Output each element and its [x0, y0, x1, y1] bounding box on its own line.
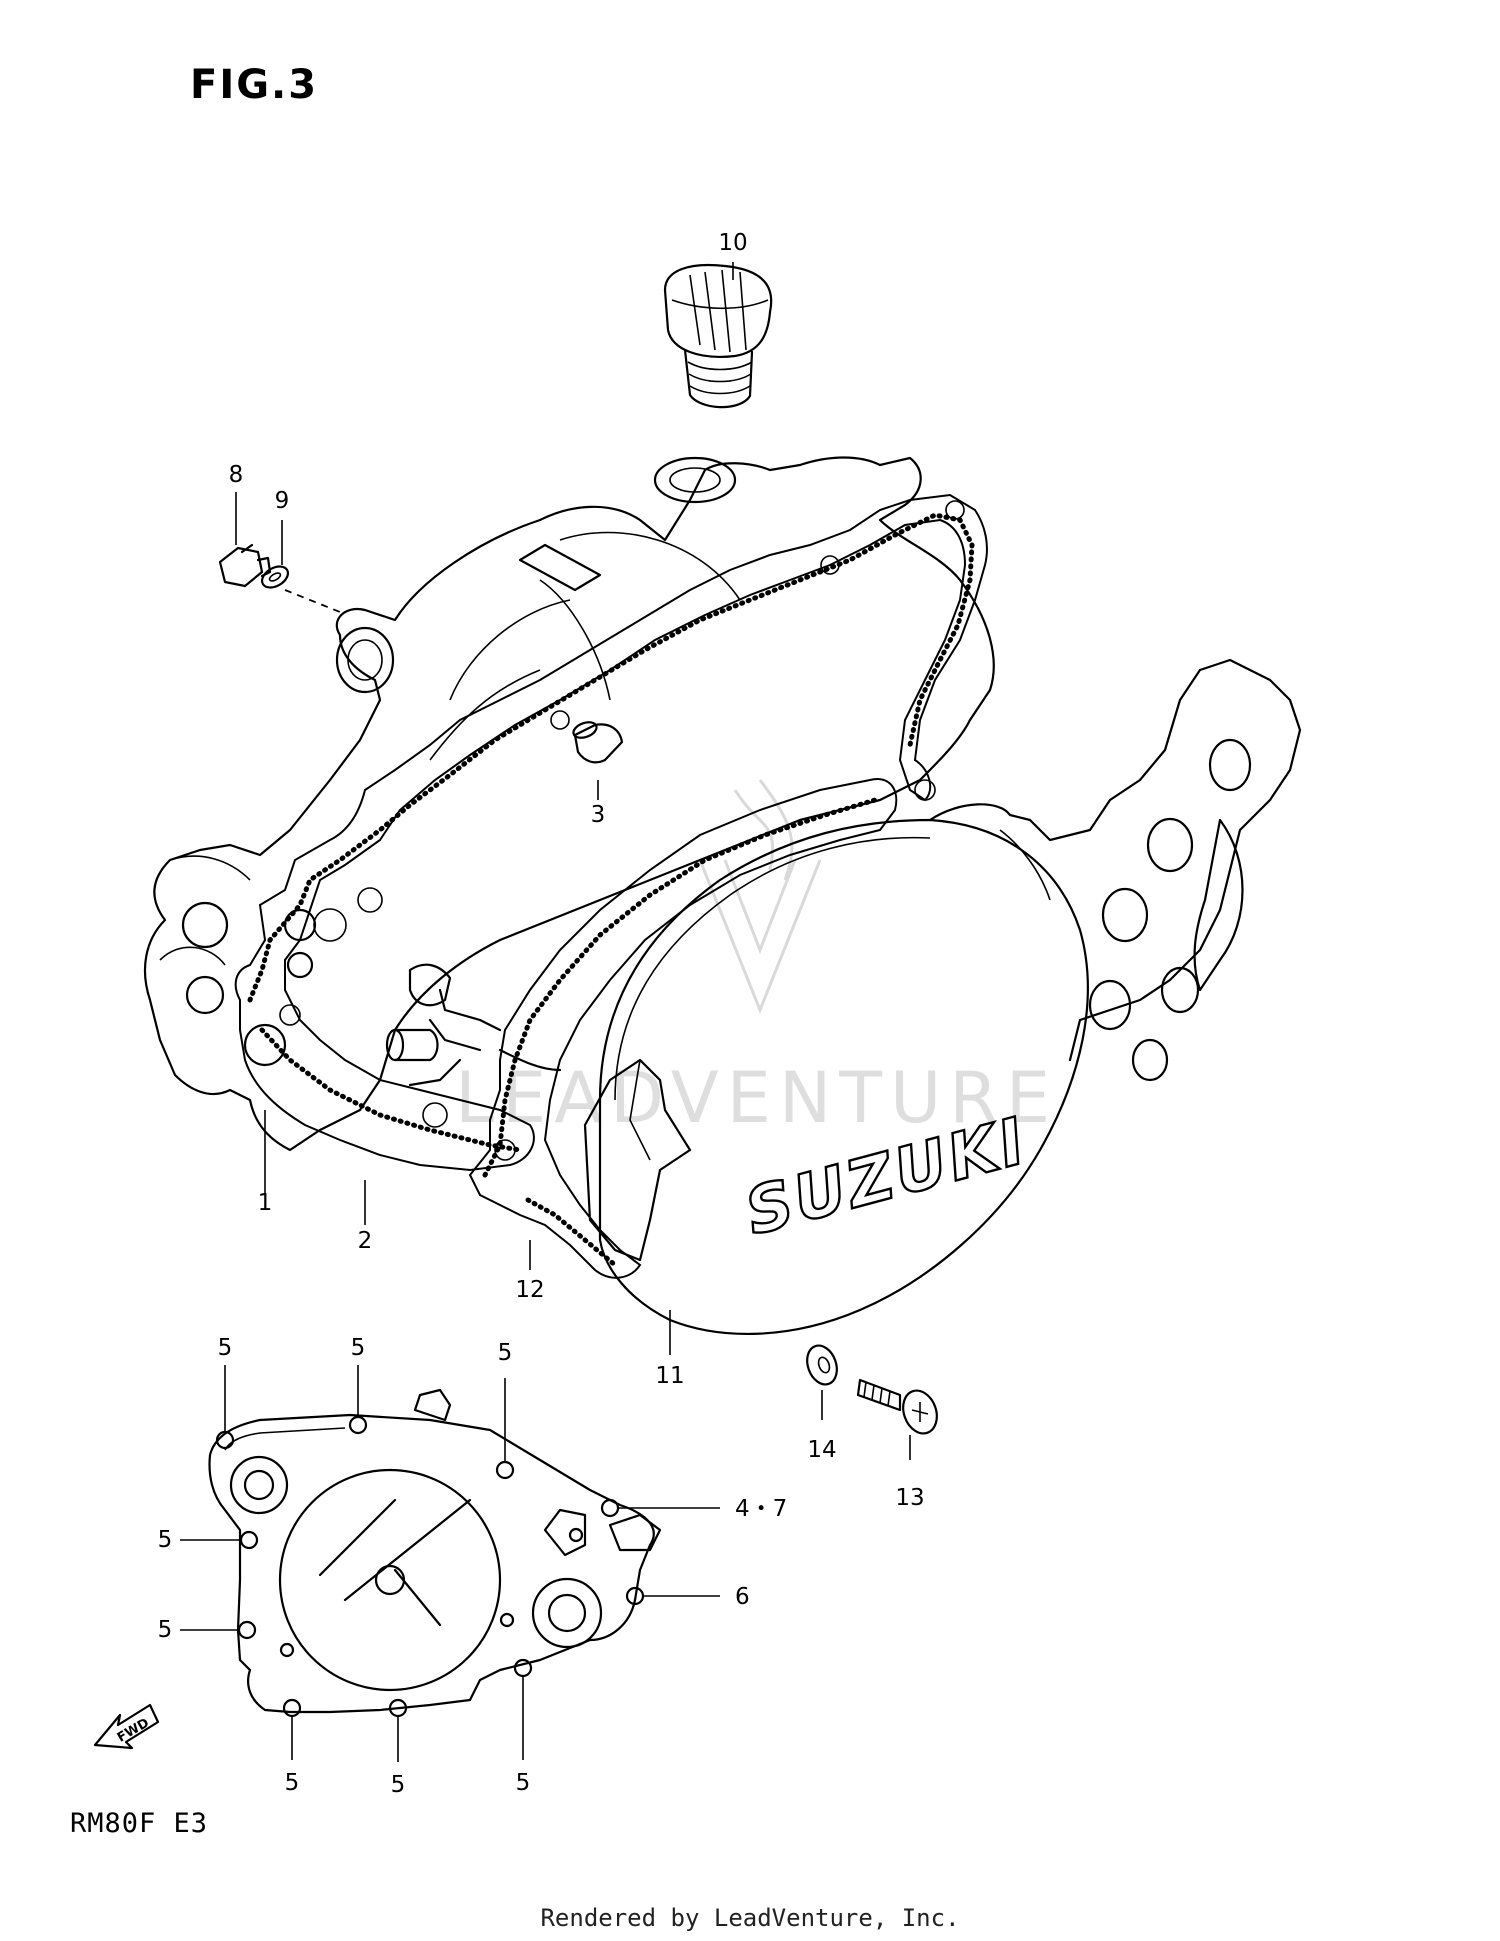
drain-washer	[260, 565, 290, 589]
callout-10: 10	[718, 230, 747, 256]
callout-labels: 10 8 9 3 1 2 12 11 14 13 5 5 5 4・7 6 5 5…	[158, 230, 925, 1798]
model-code: RM80F E3	[70, 1808, 209, 1839]
callout-2: 2	[358, 1228, 373, 1254]
callout-4-7: 4・7	[735, 1496, 787, 1522]
fwd-arrow: FWD	[93, 1703, 160, 1750]
callout-6: 6	[735, 1584, 750, 1610]
fwd-arrow-label: FWD	[115, 1716, 152, 1746]
callout-12: 12	[515, 1277, 544, 1303]
callout-5-top-center: 5	[351, 1335, 366, 1361]
callout-13: 13	[895, 1485, 924, 1511]
crankcase-cover	[143, 456, 995, 1152]
callout-8: 8	[229, 462, 244, 488]
callout-1: 1	[258, 1190, 273, 1216]
callout-5-top-left: 5	[218, 1335, 233, 1361]
footer-credit: Rendered by LeadVenture, Inc.	[540, 1904, 960, 1932]
cover-screw	[856, 1378, 938, 1435]
callout-5-left-lower: 5	[158, 1617, 173, 1643]
dowel-pin	[385, 721, 624, 1062]
inner-cover-view	[208, 1388, 662, 1718]
callout-5-top-right: 5	[498, 1340, 513, 1366]
callout-14: 14	[807, 1437, 836, 1463]
cover-washer	[806, 1344, 838, 1386]
figure-title: FIG.3	[190, 62, 319, 108]
drain-axis-line	[284, 589, 341, 613]
outer-clutch-cover: SUZUKI	[583, 658, 1302, 1336]
callout-5-bottom-right: 5	[516, 1770, 531, 1796]
outer-cover-gasket	[468, 778, 898, 1279]
callout-9: 9	[275, 488, 290, 514]
watermark: LEADVENTURE	[455, 779, 1050, 1139]
oil-filler-cap	[663, 263, 773, 409]
callout-11: 11	[655, 1363, 684, 1389]
callout-5-left-upper: 5	[158, 1527, 173, 1553]
callout-3: 3	[591, 802, 606, 828]
leader-lines	[180, 262, 911, 1762]
callout-5-bottom-left: 5	[285, 1770, 300, 1796]
callout-5-bottom-center: 5	[391, 1772, 406, 1798]
